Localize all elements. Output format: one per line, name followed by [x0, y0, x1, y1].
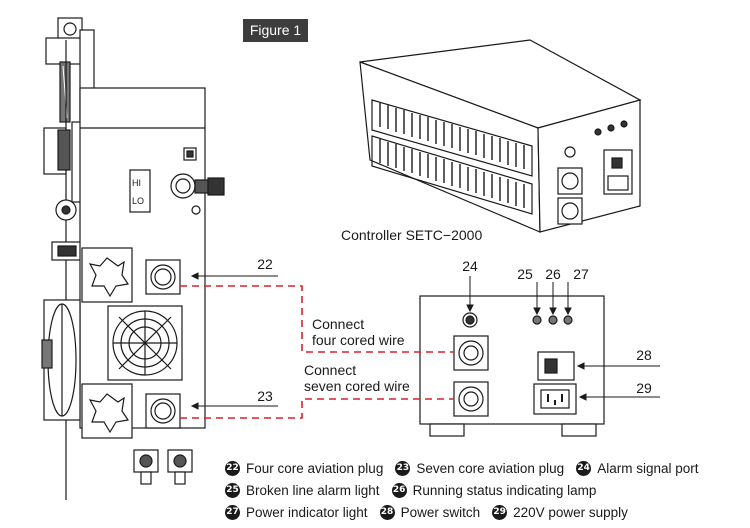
legend-item: 22 Four core aviation plug — [225, 460, 384, 476]
legend-text: Four core aviation plug — [246, 460, 384, 476]
legend-row: 22 Four core aviation plug 23 Seven core a… — [225, 457, 740, 479]
number-badge: 24 — [576, 460, 592, 476]
connection-wires — [180, 285, 454, 419]
legend-row: 25 Broken line alarm light 26 Running stat… — [225, 479, 740, 501]
legend-item: 27 Power indicator light — [225, 504, 368, 520]
callout-22: 22 — [257, 256, 273, 272]
callout-24: 24 — [462, 258, 478, 274]
number-badge: 29 — [492, 504, 508, 520]
number-badge: 25 — [225, 482, 240, 498]
number-badge: 28 — [379, 504, 395, 520]
winding-machine — [41, 17, 225, 500]
legend-item: 25 Broken line alarm light — [225, 482, 380, 498]
legend-item: 23 Seven core aviation plug — [395, 460, 565, 476]
seven-cored-label-line2: seven cored wire — [304, 378, 410, 394]
seven-cored-label-line1: Connect — [304, 362, 357, 378]
legend-row: 27 Power indicator light 28 Power switch 2… — [225, 501, 740, 523]
legend-text: Power switch — [400, 504, 481, 520]
callout-27: 27 — [573, 266, 589, 282]
figure-label: Figure 1 — [243, 19, 308, 42]
legend-item: 29 220V power supply — [492, 504, 628, 520]
leader-lines — [190, 272, 660, 410]
legend-item: 24 Alarm signal port — [576, 460, 699, 476]
lo-label: LO — [132, 196, 145, 206]
controller-rear-panel — [419, 295, 605, 437]
callout-26: 26 — [545, 266, 561, 282]
legend-item: 26 Running status indicating lamp — [391, 482, 597, 498]
legend-text: Broken line alarm light — [246, 482, 380, 498]
legend: 22 Four core aviation plug 23 Seven core a… — [225, 457, 740, 523]
callout-29: 29 — [636, 380, 652, 396]
callout-25: 25 — [517, 266, 533, 282]
controller-3d-view — [359, 39, 642, 233]
controller-caption: Controller SETC−2000 — [341, 227, 483, 243]
number-badge: 22 — [225, 460, 240, 476]
callout-28: 28 — [636, 347, 652, 363]
legend-text: 220V power supply — [513, 504, 628, 520]
number-badge: 27 — [225, 504, 240, 520]
legend-text: Power indicator light — [246, 504, 368, 520]
four-cored-label-line1: Connect — [312, 316, 365, 332]
four-cored-label-line2: four cored wire — [312, 332, 405, 348]
vent-slots — [379, 103, 525, 208]
legend-text: Seven core aviation plug — [416, 460, 565, 476]
legend-text: Running status indicating lamp — [412, 482, 597, 498]
number-badge: 23 — [395, 460, 411, 476]
number-badge: 26 — [391, 482, 407, 498]
hi-label: HI — [132, 178, 141, 188]
legend-text: Alarm signal port — [597, 460, 699, 476]
callout-23: 23 — [257, 388, 273, 404]
legend-item: 28 Power switch — [379, 504, 481, 520]
